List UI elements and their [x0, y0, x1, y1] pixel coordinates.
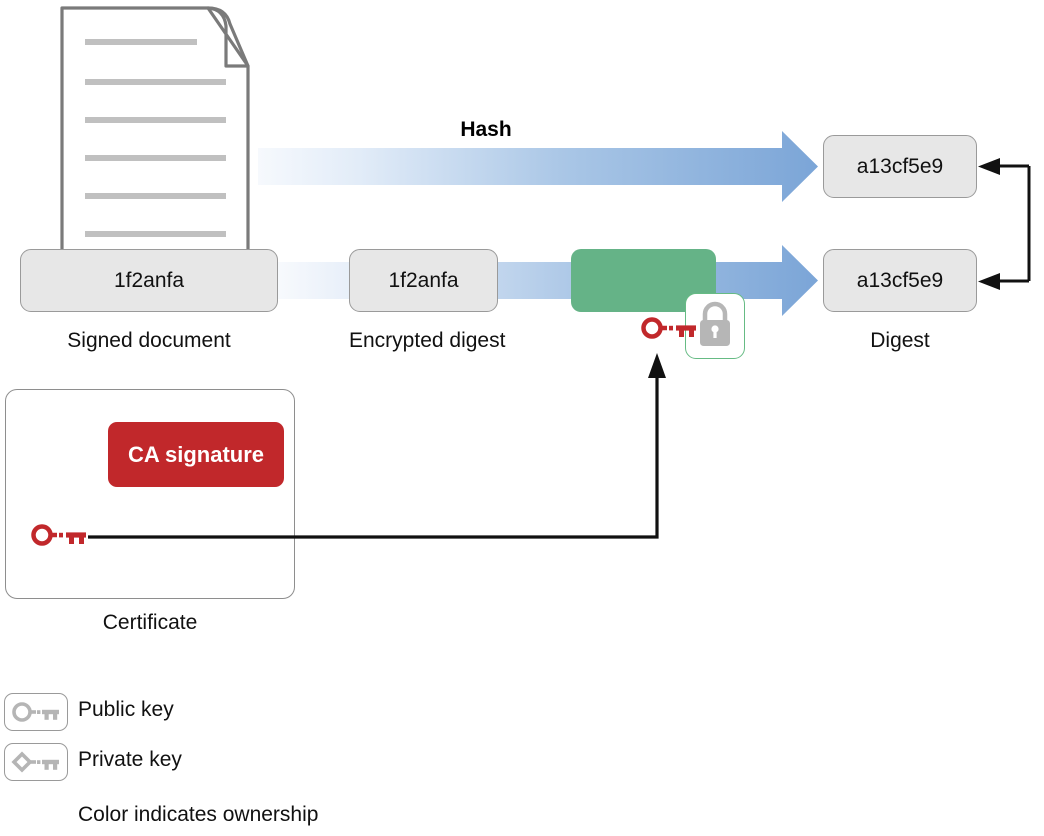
legend-label-public-key: Public key [78, 698, 174, 721]
public-key-icon [12, 702, 59, 722]
digest-top-value: a13cf5e9 [823, 135, 977, 198]
legend-ownership-note: Color indicates ownership [78, 803, 319, 826]
connector-arrowhead [648, 353, 666, 378]
decrypt-public-key-icon [640, 313, 702, 343]
signed-document-value: 1f2anfa [20, 249, 278, 312]
document-page-icon [60, 6, 250, 274]
caption-signed-document: Signed document [67, 329, 231, 352]
private-key-icon [11, 751, 59, 773]
compare-arrowhead-top [978, 158, 1000, 175]
certificate-panel [5, 389, 295, 599]
digest-bottom-value: a13cf5e9 [823, 249, 977, 312]
hash-label: Hash [460, 118, 512, 141]
legend-private-key-chip [4, 743, 68, 781]
encrypted-digest-value: 1f2anfa [349, 249, 498, 312]
legend-label-private-key: Private key [78, 748, 182, 771]
ca-signature-badge: CA signature [108, 422, 284, 487]
caption-digest: Digest [870, 329, 930, 352]
caption-certificate: Certificate [102, 611, 198, 634]
lock-icon [700, 301, 730, 346]
caption-encrypted-digest: Encrypted digest [349, 329, 506, 352]
legend-public-key-chip [4, 693, 68, 731]
certificate-public-key-icon [30, 520, 92, 550]
compare-arrowhead-bottom [978, 273, 1000, 290]
